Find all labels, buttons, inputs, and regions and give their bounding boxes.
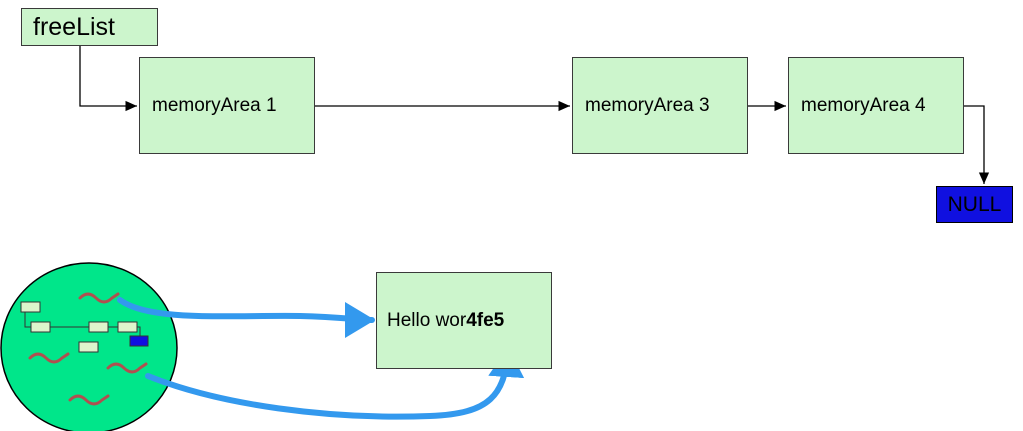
memory-area-node-3: memoryArea 3 bbox=[572, 57, 748, 154]
freelist-label: freeList bbox=[33, 12, 115, 41]
null-label: NULL bbox=[947, 192, 1002, 216]
buffer-text-plain: Hello wor bbox=[387, 309, 467, 331]
arrow-freelist-to-m1 bbox=[79, 46, 137, 112]
squiggle-2 bbox=[28, 352, 70, 364]
arrow-m4-to-null bbox=[964, 105, 990, 184]
blue-arrow-lower bbox=[145, 347, 525, 420]
blue-arrow-upper bbox=[117, 297, 375, 338]
null-terminator: NULL bbox=[936, 186, 1013, 223]
memory-area-node-4: memoryArea 4 bbox=[788, 57, 964, 154]
memory-area-node-1: memoryArea 1 bbox=[139, 57, 315, 154]
thread-squiggles bbox=[28, 292, 148, 406]
node-label: memoryArea 1 bbox=[152, 94, 277, 116]
squiggle-1 bbox=[78, 292, 120, 304]
shared-buffer-box: Hello wor4fe5 bbox=[376, 272, 552, 369]
squiggle-4 bbox=[68, 394, 110, 406]
squiggle-3 bbox=[106, 362, 148, 374]
node-label: memoryArea 3 bbox=[585, 94, 710, 116]
buffer-text-corrupted: 4fe5 bbox=[466, 309, 505, 331]
freelist-box: freeList bbox=[21, 8, 158, 46]
mini-linked-list bbox=[20, 301, 149, 353]
buffer-text: Hello wor4fe5 bbox=[387, 310, 504, 332]
node-label: memoryArea 4 bbox=[801, 94, 926, 116]
